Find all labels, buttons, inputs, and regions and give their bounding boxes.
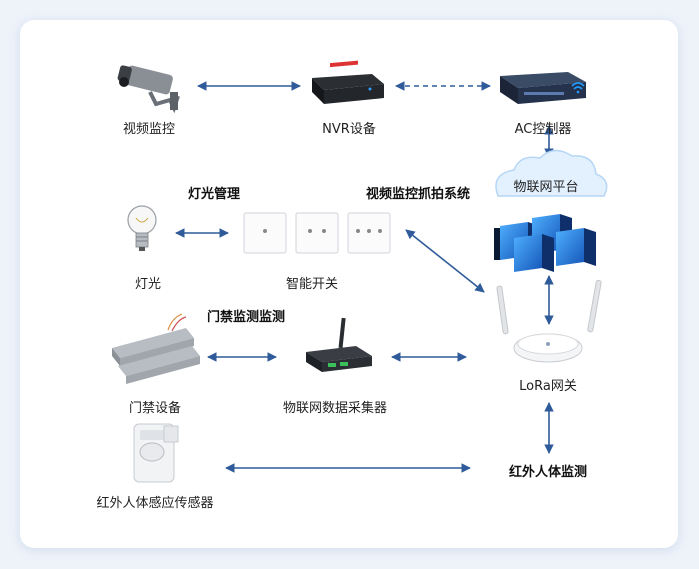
arrow-switch-lora	[405, 229, 485, 293]
smart-switch-icons	[243, 212, 391, 254]
data-collector-icon	[306, 317, 372, 372]
server-cluster-icon	[494, 214, 596, 272]
pir-sensor-icon	[133, 423, 179, 483]
pir-sensor-label: 红外人体感应传感器	[96, 496, 214, 511]
video-capture-heading: 视频监控抓拍系统	[365, 187, 471, 202]
light-bulb-icon	[127, 205, 157, 251]
ac-controller-label: AC控制器	[514, 122, 572, 137]
nvr-label: NVR设备	[322, 122, 376, 137]
nvr-icon	[312, 60, 384, 104]
door-device-label: 门禁设备	[128, 401, 182, 416]
lora-gateway-icon	[496, 279, 602, 363]
diagram-card	[20, 20, 678, 548]
cloud-platform-label: 物联网平台	[513, 180, 579, 195]
ac-controller-icon	[500, 72, 586, 104]
door-sensor-icon	[112, 313, 200, 384]
camera-icon	[117, 65, 180, 114]
lamp-label: 灯光	[134, 277, 162, 292]
lora-gateway-label: LoRa网关	[519, 379, 577, 394]
camera-label: 视频监控	[122, 122, 176, 137]
door-monitor-heading: 门禁监测监测	[206, 310, 286, 325]
smart-switch-label: 智能开关	[285, 277, 339, 292]
pir-monitor-heading: 红外人体监测	[508, 465, 588, 480]
lighting-heading: 灯光管理	[187, 187, 241, 202]
collector-label: 物联网数据采集器	[282, 401, 388, 416]
cloud-icon	[495, 149, 608, 197]
